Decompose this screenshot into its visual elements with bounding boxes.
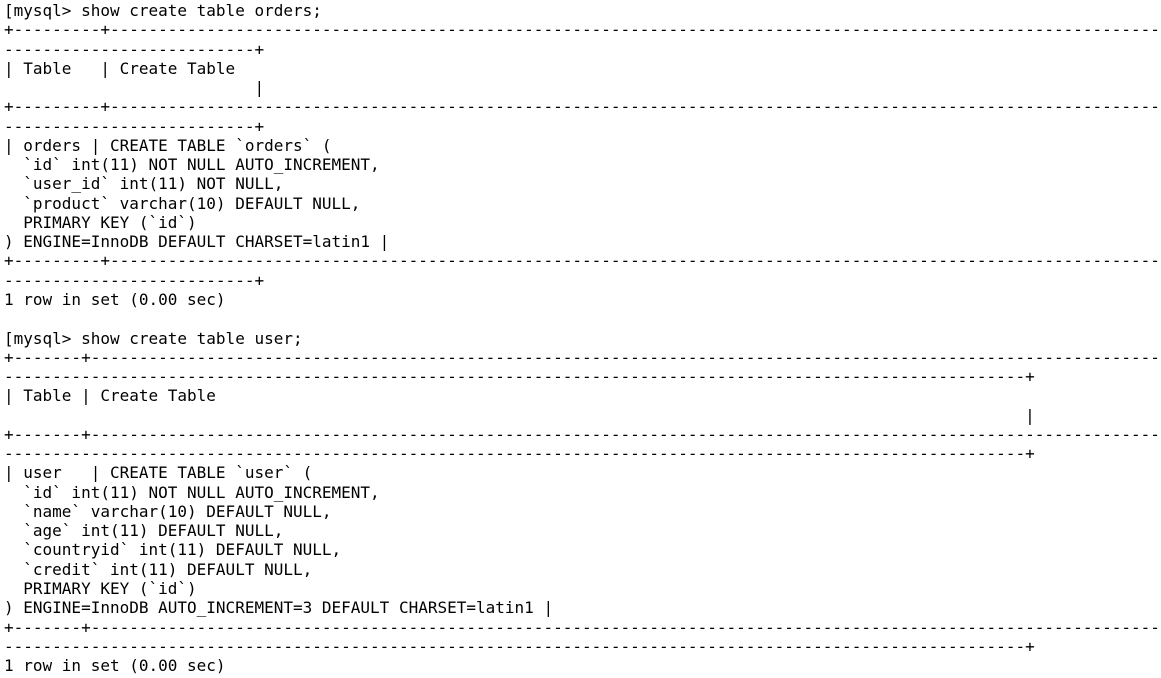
result-summary-line: 1 row in set (0.00 sec)	[4, 656, 226, 676]
table-row-line: PRIMARY KEY (`id`)	[4, 212, 197, 232]
table-border-line: --------------------------+	[4, 116, 265, 136]
table-row-line: | user | CREATE TABLE `user` (	[4, 463, 313, 483]
table-row-line: `countryid` int(11) DEFAULT NULL,	[4, 540, 342, 560]
table-border-line: ----------------------------------------…	[4, 367, 1035, 387]
blank-line	[4, 309, 1161, 328]
table-border-line: ----------------------------------------…	[4, 636, 1035, 656]
table-border-line: --------------------------+	[4, 39, 265, 59]
table-border-line: +---------+-----------------------------…	[4, 251, 1161, 271]
table-border-line: --------------------------+	[4, 270, 265, 290]
table-row-line: `name` varchar(10) DEFAULT NULL,	[4, 501, 332, 521]
table-border-line: +-------+-------------------------------…	[4, 617, 1161, 637]
table-border-line: ----------------------------------------…	[4, 444, 1035, 464]
table-row-line: `credit` int(11) DEFAULT NULL,	[4, 559, 313, 579]
table-row-line: `age` int(11) DEFAULT NULL,	[4, 521, 284, 541]
table-row-line: `user_id` int(11) NOT NULL,	[4, 174, 284, 194]
table-border-line: +-------+-------------------------------…	[4, 424, 1161, 444]
table-row-line: `product` varchar(10) DEFAULT NULL,	[4, 193, 361, 213]
table-row-line: PRIMARY KEY (`id`)	[4, 578, 197, 598]
table-header-line: | Table | Create Table	[4, 386, 216, 406]
mysql-command-line-user: [mysql> show create table user;	[4, 328, 303, 348]
table-row-line: | orders | CREATE TABLE `orders` (	[4, 135, 332, 155]
mysql-command-line-orders: [mysql> show create table orders;	[4, 1, 322, 20]
table-header-line: |	[4, 78, 265, 98]
result-summary-line: 1 row in set (0.00 sec)	[4, 289, 226, 309]
table-row-line: ) ENGINE=InnoDB AUTO_INCREMENT=3 DEFAULT…	[4, 598, 554, 618]
table-border-line: +---------+-----------------------------…	[4, 97, 1161, 117]
table-row-line: `id` int(11) NOT NULL AUTO_INCREMENT,	[4, 155, 380, 175]
table-border-line: +---------+-----------------------------…	[4, 20, 1161, 40]
table-header-line: |	[4, 405, 1035, 425]
table-row-line: `id` int(11) NOT NULL AUTO_INCREMENT,	[4, 482, 380, 502]
table-border-line: +-------+-------------------------------…	[4, 347, 1161, 367]
terminal-output[interactable]: [mysql> show create table orders; +-----…	[4, 0, 1161, 678]
table-row-line: ) ENGINE=InnoDB DEFAULT CHARSET=latin1 |	[4, 232, 390, 252]
table-header-line: | Table | Create Table	[4, 58, 236, 78]
